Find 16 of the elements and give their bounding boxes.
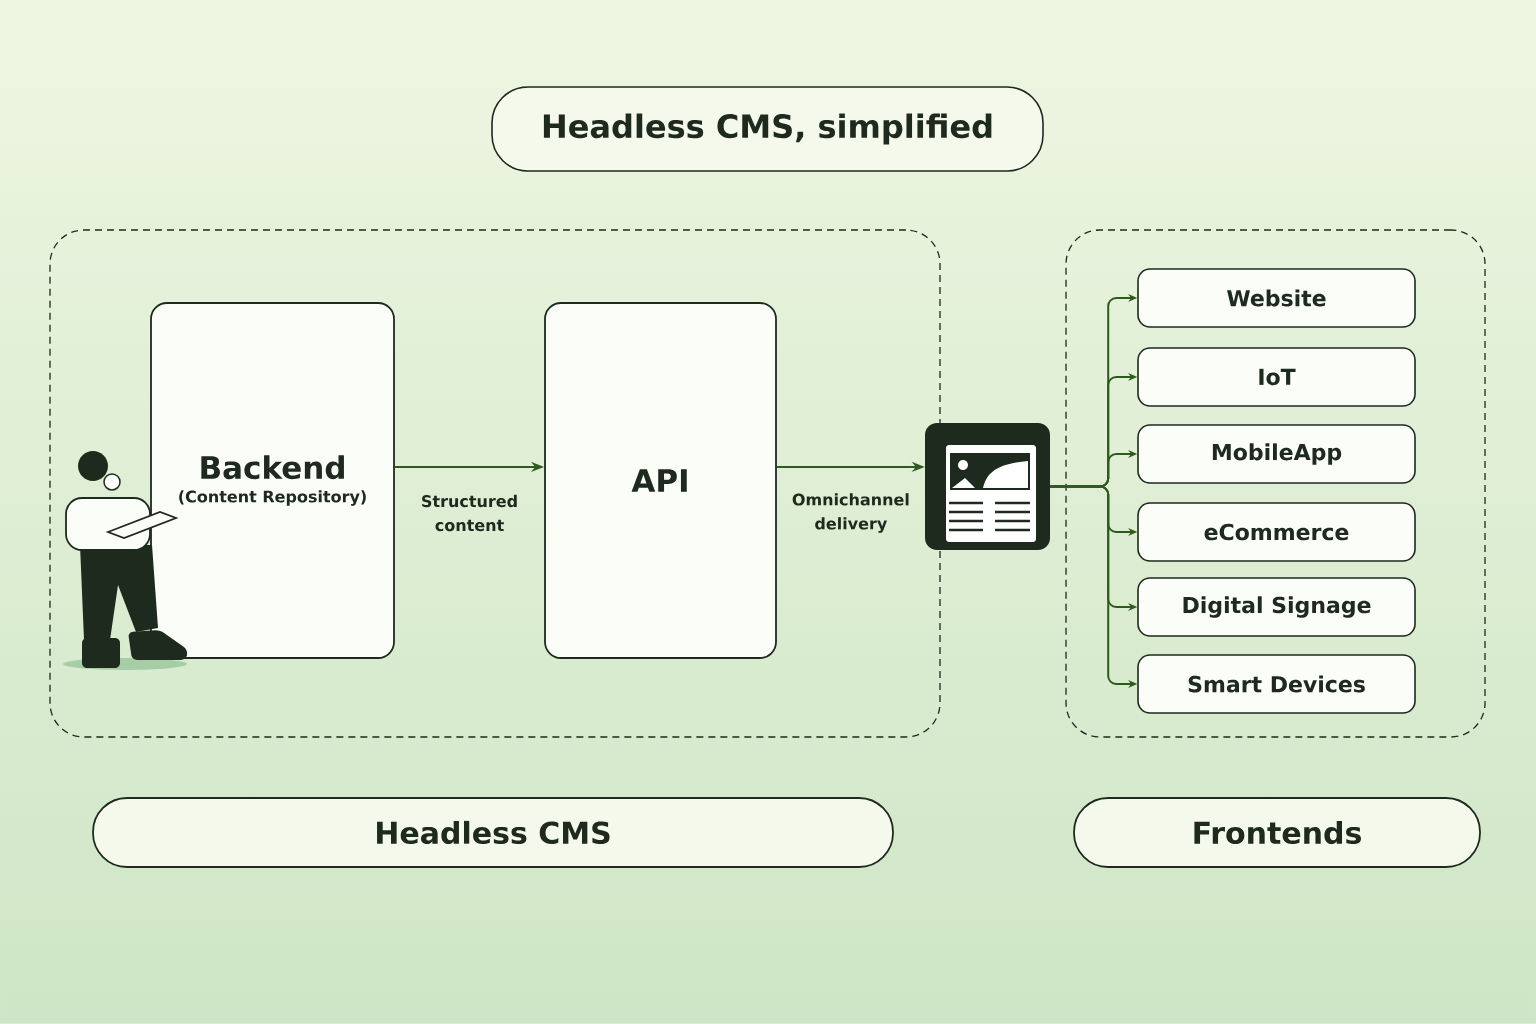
dashed-frame (1065, 229, 1486, 738)
edge-label: Structured content (422, 494, 517, 532)
pill-label: Headless CMS (92, 797, 894, 868)
process-box: Backend (Content Repository) (150, 302, 395, 659)
channel-box: eCommerce (1137, 502, 1416, 562)
edge-label: Omnichannel delivery (792, 493, 909, 533)
channel-box: MobileApp (1137, 424, 1416, 484)
title-pill: Headless CMS, simplified (491, 86, 1044, 172)
pill-label: Frontends (1073, 797, 1481, 868)
process-box: API (544, 302, 777, 659)
channel-box: Digital Signage (1137, 577, 1416, 637)
channel-box: IoT (1137, 347, 1416, 407)
dashed-frame (49, 229, 941, 738)
channel-box: Smart Devices (1137, 654, 1416, 714)
channel-box: Website (1137, 268, 1416, 328)
document-icon (925, 423, 1050, 550)
